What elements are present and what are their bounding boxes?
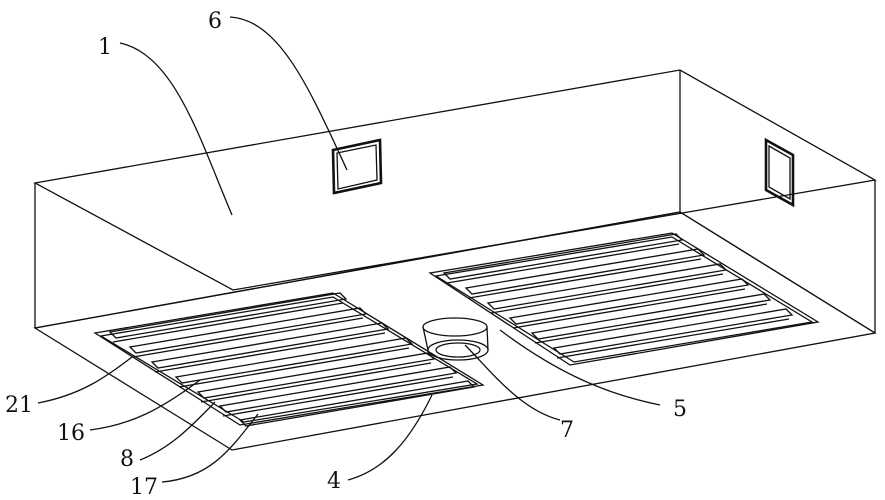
callout-6: 6 [208,9,222,34]
leader-4 [347,394,433,481]
leader-21 [37,356,133,404]
callout-17: 17 [130,475,158,500]
callout-21: 21 [5,393,33,418]
grille-left-frame [93,292,485,426]
leader-6 [229,16,348,171]
leader-16 [89,379,201,431]
callout-16: 16 [57,421,85,446]
leader-5 [499,329,661,406]
housing-bottom-face [33,211,877,451]
grille-right-slats [442,233,794,359]
callout-labels: 1 6 21 16 8 17 4 7 5 [5,9,687,500]
callout-8: 8 [120,447,134,472]
grille-left [93,292,485,427]
leader-17 [161,413,259,483]
window-front [331,138,383,195]
leader-lines [37,16,661,483]
grille-right-frame [428,232,820,366]
callout-5: 5 [673,397,687,422]
leader-7 [464,344,561,421]
window-side [764,137,795,208]
housing-box [33,69,877,451]
callout-1: 1 [98,35,112,60]
central-cylinder [422,317,489,361]
callout-4: 4 [327,469,341,494]
leader-1 [119,42,233,216]
grille-left-slats [108,292,476,427]
housing-top-face [33,69,877,291]
leader-8 [139,401,216,461]
grille-right [428,232,820,366]
callout-7: 7 [560,418,574,443]
